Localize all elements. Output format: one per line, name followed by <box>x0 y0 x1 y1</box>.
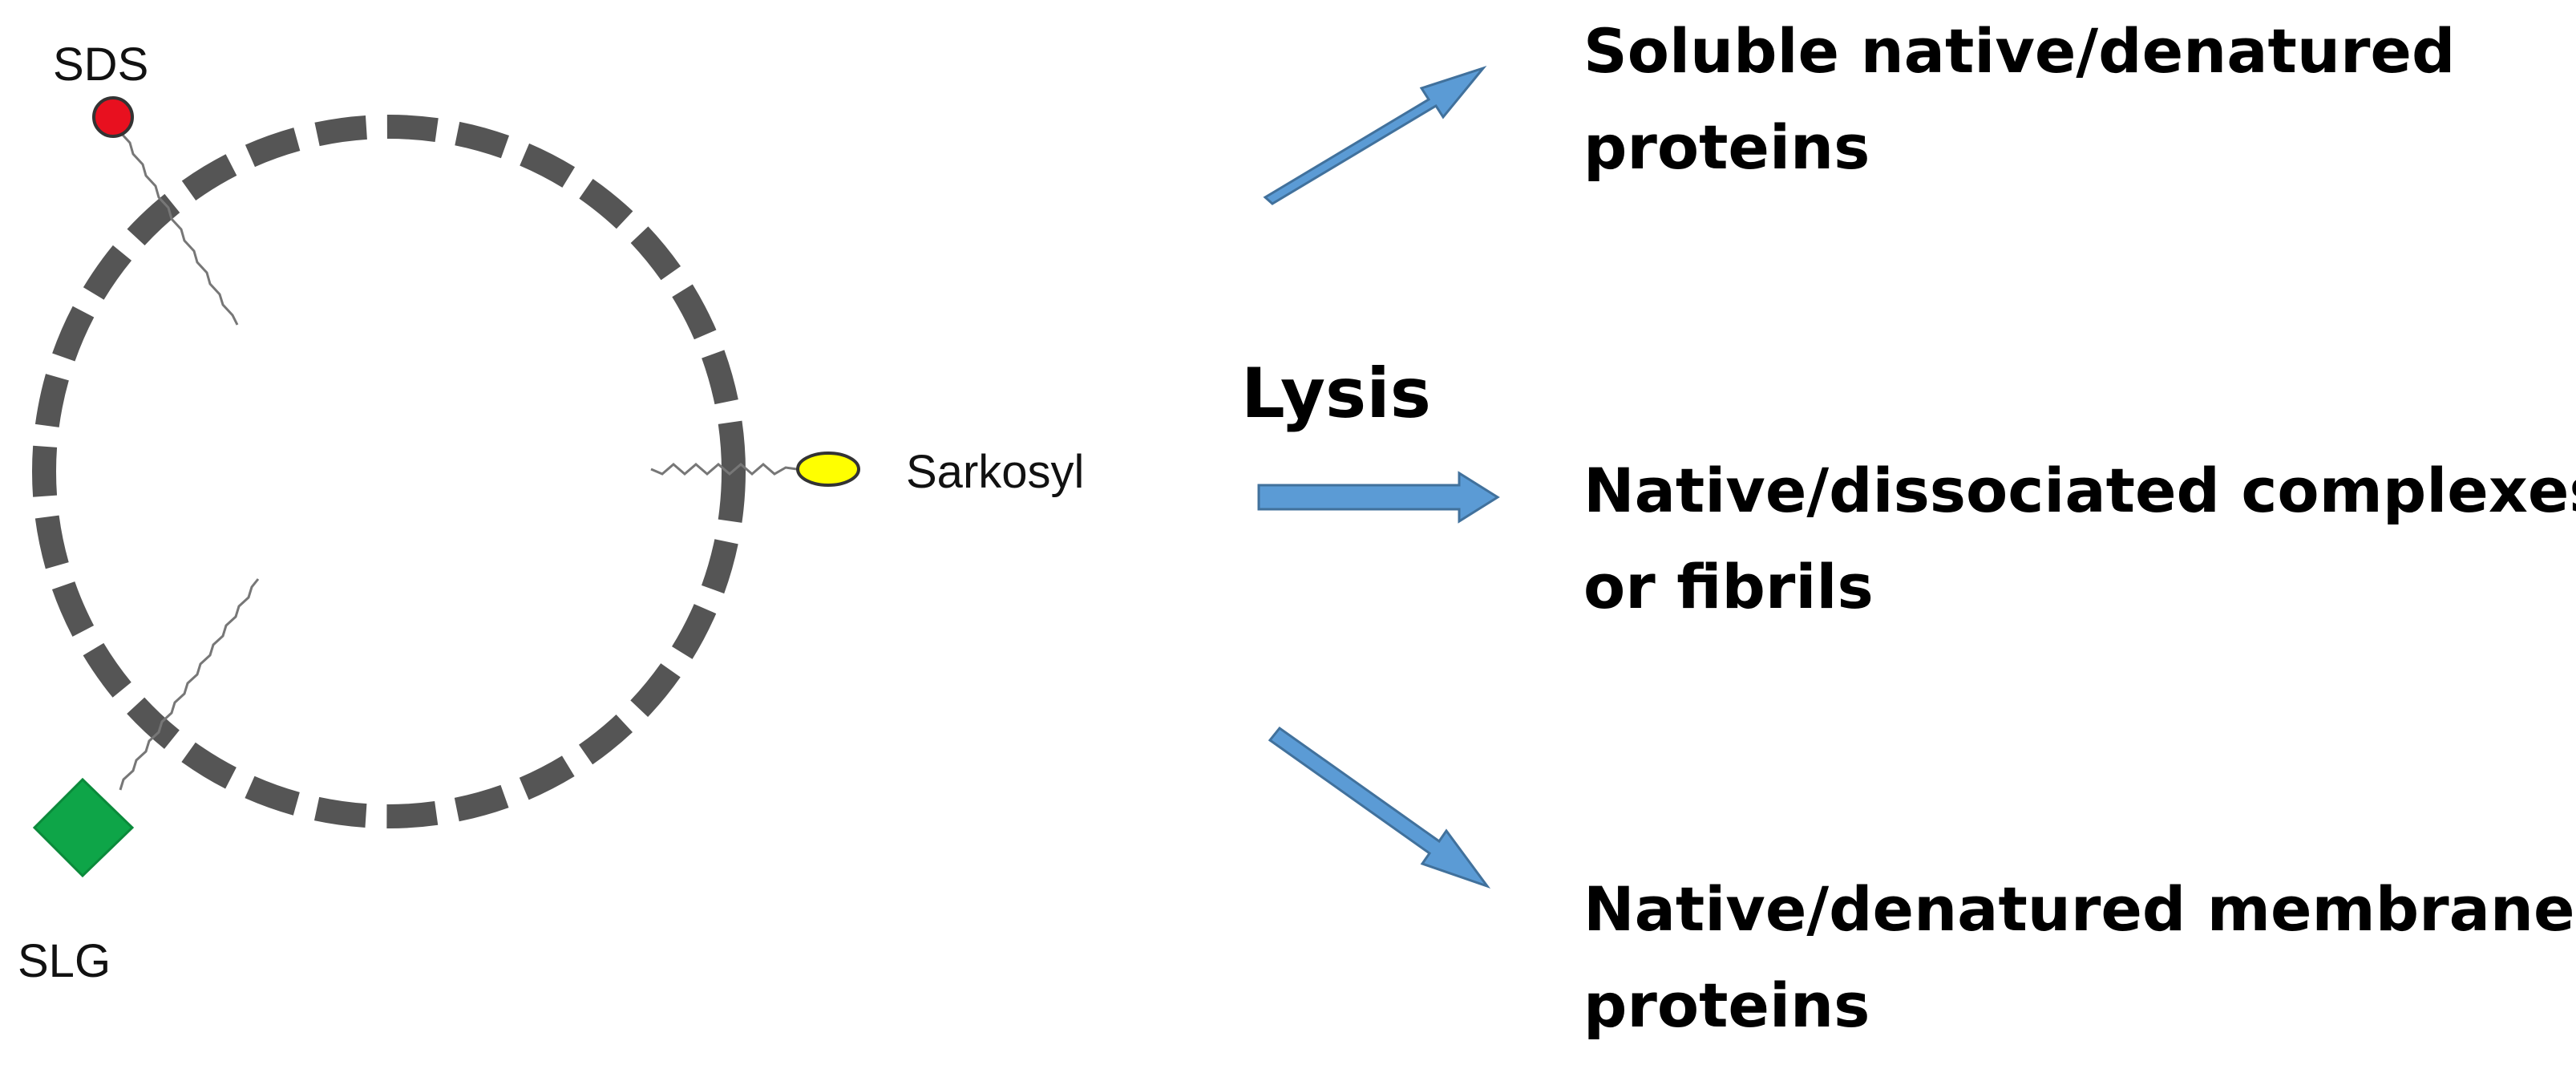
sds-label: SDS <box>53 38 148 91</box>
outcome-complexes-line2: or fibrils <box>1583 551 1874 622</box>
slg-head-icon <box>32 777 135 878</box>
slg-tail <box>119 578 260 791</box>
arrow-up-right-icon <box>1263 65 1487 205</box>
outcome-membrane: Native/denatured membrane proteins <box>1583 873 2575 1041</box>
outcome-complexes-line1: Native/dissociated complexes <box>1583 455 2576 526</box>
sarkosyl-label: Sarkosyl <box>906 446 1084 498</box>
cell-membrane <box>32 115 746 828</box>
sds-head-icon <box>92 96 134 138</box>
sarkosyl-head-icon <box>796 452 860 487</box>
outcome-soluble-line2: proteins <box>1583 111 1870 183</box>
arrow-down-right-icon <box>1268 726 1491 889</box>
outcome-membrane-line2: proteins <box>1583 970 1870 1041</box>
sarkosyl-tail <box>650 463 798 476</box>
outcome-complexes: Native/dissociated complexes or fibrils <box>1583 455 2576 622</box>
sds-tail <box>119 131 239 326</box>
sds-molecule: SDS <box>53 38 239 326</box>
lysis-label: Lysis <box>1241 354 1431 434</box>
outcome-soluble-line1: Soluble native/denatured <box>1583 15 2455 87</box>
slg-molecule: SLG <box>18 578 260 987</box>
slg-label: SLG <box>18 935 111 987</box>
outcome-membrane-line1: Native/denatured membrane <box>1583 873 2575 945</box>
outcome-soluble: Soluble native/denatured proteins <box>1583 15 2455 183</box>
arrow-right-icon <box>1257 471 1500 524</box>
sarkosyl-molecule: Sarkosyl <box>650 446 1084 498</box>
